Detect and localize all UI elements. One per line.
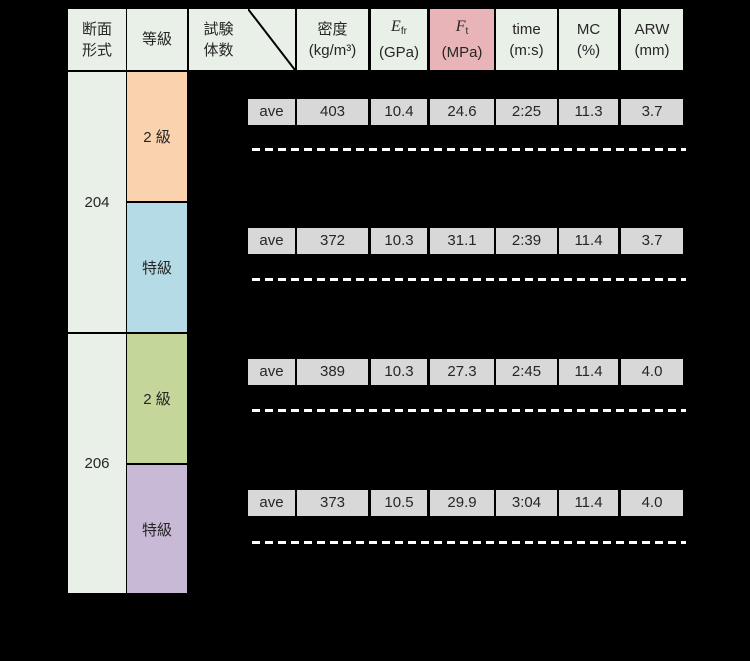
ft-value-cell: 31.1 <box>430 228 494 254</box>
header-efr: Efr (GPa) <box>371 9 427 70</box>
header-line: 形式 <box>81 41 112 59</box>
header-line: 体数 <box>203 41 234 59</box>
diagonal-line-icon <box>248 9 295 70</box>
efr-symbol: Efr <box>391 18 407 37</box>
header-grade: 等級 <box>127 9 187 70</box>
header-line: 断面 <box>81 20 112 38</box>
header-line: time <box>512 20 541 38</box>
ave-label-cell: ave <box>248 359 295 385</box>
mc-value-cell: 11.4 <box>559 359 618 385</box>
header-ft: Ft (MPa) <box>430 9 494 70</box>
header-line: 密度 <box>317 20 348 38</box>
ft-value-cell: 27.3 <box>430 359 494 385</box>
header-mc: MC (%) <box>559 9 618 70</box>
header-diagonal-cell <box>248 9 295 70</box>
header-arw: ARW (mm) <box>621 9 683 70</box>
grade-cell-206-2kyu: 2 級 <box>127 334 187 463</box>
density-value-cell: 372 <box>297 228 368 254</box>
section-cell-204: 204 <box>68 72 126 332</box>
omitted-rows-dash-line <box>252 541 686 544</box>
arw-value-cell: 4.0 <box>621 490 683 516</box>
efr-value-cell: 10.3 <box>371 228 427 254</box>
header-line: 試験 <box>203 20 234 38</box>
arw-value-cell: 3.7 <box>621 99 683 125</box>
arw-value-cell: 4.0 <box>621 359 683 385</box>
header-density: 密度 (kg/m³) <box>297 9 368 70</box>
ft-value-cell: 29.9 <box>430 490 494 516</box>
density-value-cell: 373 <box>297 490 368 516</box>
header-line: MC <box>576 20 601 38</box>
mc-value-cell: 11.4 <box>559 490 618 516</box>
efr-value-cell: 10.3 <box>371 359 427 385</box>
header-line: 等級 <box>141 31 172 48</box>
omitted-rows-dash-line <box>252 148 686 151</box>
efr-value-cell: 10.5 <box>371 490 427 516</box>
ft-symbol: Ft <box>455 18 469 37</box>
grade-cell-204-tokkyu: 特級 <box>127 203 187 332</box>
header-unit: (m:s) <box>509 41 544 59</box>
time-value-cell: 3:04 <box>496 490 557 516</box>
time-value-cell: 2:25 <box>496 99 557 125</box>
header-time: time (m:s) <box>496 9 557 70</box>
header-unit: (kg/m³) <box>308 41 357 59</box>
header-unit: (MPa) <box>441 44 483 61</box>
header-section-type: 断面 形式 <box>68 9 126 70</box>
header-unit: (mm) <box>634 41 670 59</box>
header-unit: (%) <box>576 41 601 59</box>
mc-value-cell: 11.4 <box>559 228 618 254</box>
ave-label-cell: ave <box>248 99 295 125</box>
time-value-cell: 2:39 <box>496 228 557 254</box>
section-cell-206: 206 <box>68 334 126 593</box>
header-line: ARW <box>634 20 670 38</box>
header-specimen-count: 試験 体数 <box>189 9 248 70</box>
header-unit: (GPa) <box>378 44 419 61</box>
density-value-cell: 403 <box>297 99 368 125</box>
ft-value-cell: 24.6 <box>430 99 494 125</box>
ave-label-cell: ave <box>248 228 295 254</box>
ave-label-cell: ave <box>248 490 295 516</box>
efr-value-cell: 10.4 <box>371 99 427 125</box>
omitted-rows-dash-line <box>252 278 686 281</box>
grade-cell-206-tokkyu: 特級 <box>127 465 187 593</box>
omitted-rows-dash-line <box>252 409 686 412</box>
grade-cell-204-2kyu: 2 級 <box>127 72 187 201</box>
arw-value-cell: 3.7 <box>621 228 683 254</box>
mc-value-cell: 11.3 <box>559 99 618 125</box>
time-value-cell: 2:45 <box>496 359 557 385</box>
density-value-cell: 389 <box>297 359 368 385</box>
